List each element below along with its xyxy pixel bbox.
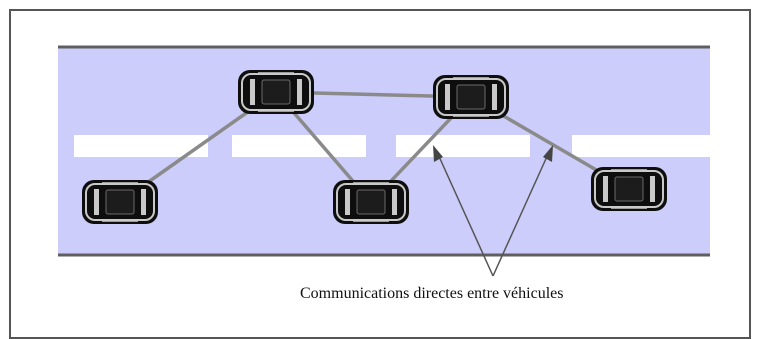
vehicle-car-4 [433, 75, 509, 119]
car-windshield [94, 189, 99, 215]
lane-dash [74, 135, 208, 157]
vehicles [82, 70, 667, 224]
vehicle-car-3 [333, 180, 409, 224]
arrow-head-left [433, 145, 443, 162]
vehicle-car-5 [591, 167, 667, 211]
car-trim [436, 78, 506, 116]
vehicle-car-1 [82, 180, 158, 224]
arrow-line-left [436, 151, 494, 277]
car-windshield [250, 79, 255, 105]
car-rear-window [392, 189, 397, 215]
diagram-caption: Communications directes entre véhicules [300, 285, 564, 302]
car-rear-window [297, 79, 302, 105]
arrow-line-right [492, 151, 550, 277]
car-trim [85, 183, 155, 221]
car-roof [614, 176, 644, 202]
car-trim [594, 170, 664, 208]
car-roof [261, 79, 291, 105]
car-roof [105, 189, 135, 215]
arrow-head-right [543, 145, 553, 162]
vehicle-network-diagram [58, 45, 710, 277]
car-windshield [603, 176, 608, 202]
car-trim [241, 73, 311, 111]
lane-dash [572, 135, 710, 157]
car-windshield [345, 189, 350, 215]
car-rear-window [141, 189, 146, 215]
car-roof [356, 189, 386, 215]
car-trim [336, 183, 406, 221]
car-roof [456, 84, 486, 110]
annotation-arrows [433, 145, 553, 277]
car-rear-window [492, 84, 497, 110]
lane-dash [232, 135, 366, 157]
vehicle-car-2 [238, 70, 314, 114]
car-rear-window [650, 176, 655, 202]
car-windshield [445, 84, 450, 110]
